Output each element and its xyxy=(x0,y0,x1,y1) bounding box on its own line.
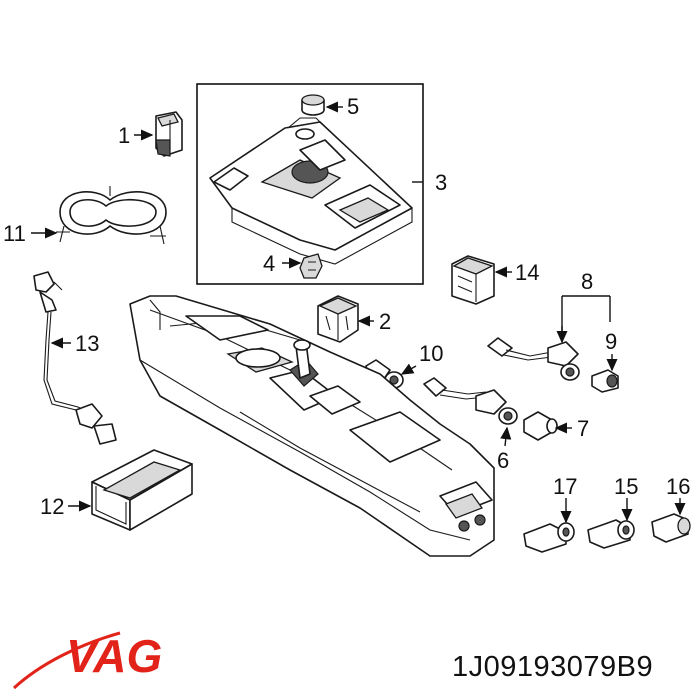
socket-part-17 xyxy=(523,522,575,553)
leader-8-bracket xyxy=(561,295,611,340)
socket-part-15 xyxy=(587,519,635,549)
callout-8: 8 xyxy=(581,269,593,294)
module-part-14 xyxy=(451,255,495,305)
leader-10 xyxy=(400,363,417,375)
center-console xyxy=(129,295,495,557)
storage-box-part-12 xyxy=(91,449,193,531)
clip-part-4 xyxy=(299,253,323,279)
switch-part-1 xyxy=(155,111,183,157)
callout-4: 4 xyxy=(263,251,275,276)
vag-logo: VAG xyxy=(12,630,162,690)
callout-3: 3 xyxy=(435,170,447,195)
callout-13: 13 xyxy=(75,331,99,356)
shifter-bezel-part-3 xyxy=(209,117,413,265)
knob-cap-part-5 xyxy=(301,94,325,116)
callout-11: 11 xyxy=(3,221,26,246)
callout-17: 17 xyxy=(553,474,577,499)
callout-16: 16 xyxy=(666,474,690,499)
vag-logo-text: VAG xyxy=(66,630,162,682)
leader-lines xyxy=(31,101,686,524)
callout-9: 9 xyxy=(605,329,617,354)
harness-upper-part-8 xyxy=(487,337,580,381)
callout-10: 10 xyxy=(419,341,443,366)
switch-block-part-2 xyxy=(317,295,359,343)
part-3-group-frame xyxy=(196,83,424,285)
light-part-9 xyxy=(591,369,619,393)
callout-1: 1 xyxy=(118,123,130,148)
leader-6 xyxy=(500,426,512,447)
callout-2: 2 xyxy=(379,309,391,334)
lamp-part-7 xyxy=(523,411,558,441)
callout-7: 7 xyxy=(577,416,589,441)
callout-5: 5 xyxy=(347,94,359,119)
sensor-cable-part-13 xyxy=(33,271,117,445)
part-number: 1J09193079B9 xyxy=(452,651,653,683)
bulb-part-16 xyxy=(651,513,691,543)
callout-15: 15 xyxy=(614,474,638,499)
callout-6: 6 xyxy=(497,448,509,473)
harness-lower-part-8 xyxy=(423,377,518,425)
callout-14: 14 xyxy=(515,260,539,285)
callout-12: 12 xyxy=(40,494,64,519)
cup-holder-frame-part-11 xyxy=(56,186,167,245)
